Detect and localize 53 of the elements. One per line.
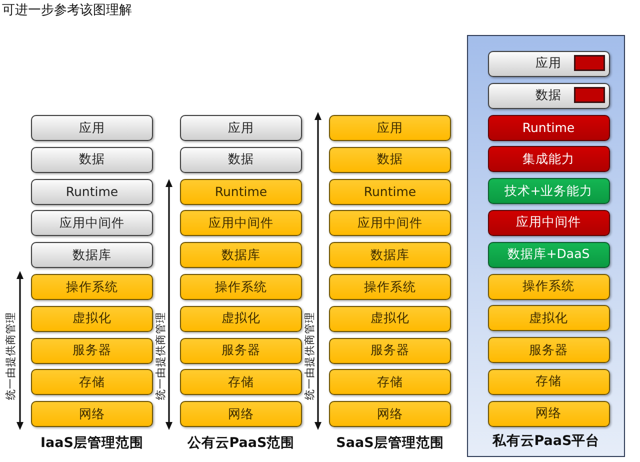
layer-box: 网络 — [180, 401, 302, 428]
layer-box: Runtime — [329, 178, 451, 205]
layer-box: 应用中间件 — [180, 210, 302, 236]
layer-box: 网络 — [488, 400, 610, 427]
layer-box: 集成能力 — [488, 146, 610, 172]
layer-box: 数据库 — [31, 242, 153, 268]
layer-box: 数据库 — [180, 242, 302, 268]
layer-box: Runtime — [488, 114, 610, 140]
layer-box: 数据库 — [329, 242, 451, 268]
range-label: 统一由提供商管理 — [4, 312, 18, 400]
layer-box: 操作系统 — [31, 274, 153, 300]
range-label: 统一由提供商管理 — [303, 312, 317, 400]
layer-box: Runtime — [31, 178, 153, 205]
layer-box: 应用中间件 — [488, 210, 610, 236]
column-caption: IaaS层管理范围 — [40, 434, 144, 452]
layer-box — [488, 50, 610, 77]
layer-box — [488, 82, 610, 109]
layer-box: 应用 — [31, 115, 153, 141]
column-caption: 公有云PaaS范围 — [187, 434, 295, 452]
intro-text: 可进一步参考该图理解 — [2, 2, 132, 19]
layer-box: 应用 — [329, 115, 451, 141]
layer-box: 服务器 — [31, 338, 153, 364]
layer-box: 操作系统 — [180, 274, 302, 300]
layer-label: 数据 — [536, 87, 562, 104]
layer-box: 存储 — [180, 369, 302, 396]
layer-box: 虚拟化 — [488, 305, 610, 332]
layer-box: Runtime — [180, 178, 302, 205]
layer-box: 网络 — [329, 401, 451, 428]
layer-box: 服务器 — [329, 338, 451, 364]
layer-box: 操作系统 — [488, 274, 610, 300]
layer-box: 虚拟化 — [329, 306, 451, 332]
layer-box: 操作系统 — [329, 274, 451, 300]
layer-box: 虚拟化 — [180, 306, 302, 332]
range-label: 统一由提供商管理 — [154, 312, 168, 400]
layer-box: 存储 — [31, 369, 153, 396]
layer-box: 数据 — [180, 146, 302, 173]
layer-label: 应用 — [536, 55, 562, 72]
column-caption: SaaS层管理范围 — [336, 434, 444, 452]
layer-box: 存储 — [488, 368, 610, 395]
layer-box: 虚拟化 — [31, 306, 153, 332]
layer-box: 数据库+DaaS — [488, 242, 610, 268]
layer-box: 网络 — [31, 401, 153, 428]
layer-box: 应用中间件 — [329, 210, 451, 236]
panel-title: 私有云PaaS平台 — [492, 432, 600, 450]
layer-box: 应用 — [180, 115, 302, 141]
layer-box: 数据 — [31, 146, 153, 173]
layer-box: 存储 — [329, 369, 451, 396]
layer-box: 服务器 — [180, 338, 302, 364]
layer-box: 应用中间件 — [31, 210, 153, 236]
platform-panel — [467, 35, 625, 457]
layer-box: 技术+业务能力 — [488, 178, 610, 204]
layer-box: 数据 — [329, 146, 451, 173]
layer-box: 服务器 — [488, 337, 610, 364]
